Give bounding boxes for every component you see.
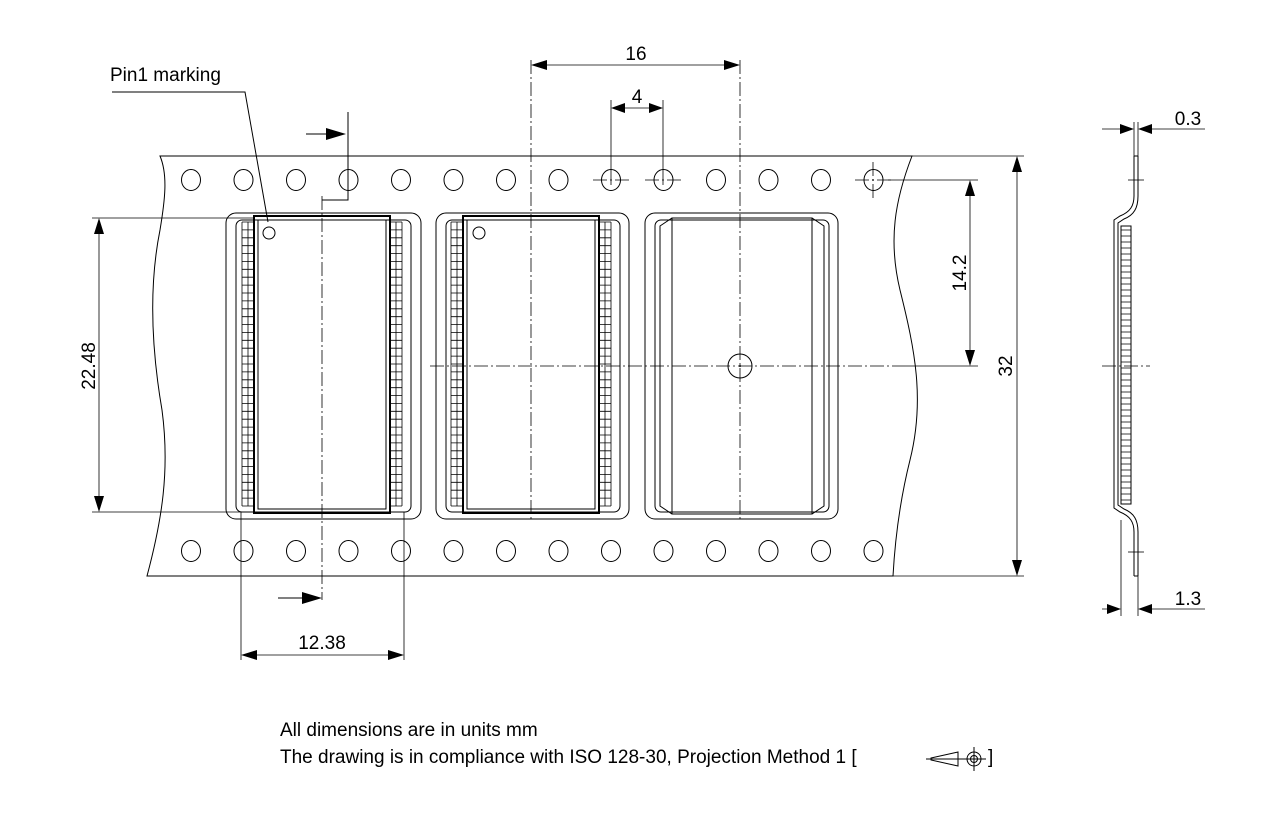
sprocket-hole [391, 169, 411, 191]
sprocket-hole [758, 540, 779, 562]
dimension-16: 16 [531, 44, 740, 70]
dimension-22-48: 22.48 [79, 217, 255, 513]
note-units: All dimensions are in units mm [280, 720, 538, 741]
sprocket-hole [496, 540, 516, 562]
dim-14-2-label: 14.2 [950, 255, 971, 292]
sprocket-hole [338, 540, 359, 562]
pin1-dot [472, 226, 486, 240]
dim-16-label: 16 [625, 44, 646, 65]
sprocket-hole [706, 540, 726, 562]
sprocket-hole [811, 169, 831, 191]
pin1-label: Pin1 marking [110, 65, 221, 86]
center-lines [321, 60, 905, 600]
pin1-dot [262, 226, 276, 240]
dim-32-label: 32 [996, 355, 1017, 376]
sprocket-hole [758, 169, 779, 191]
sprocket-hole [496, 169, 516, 191]
sprocket-hole [811, 540, 831, 562]
sprocket-hole [443, 169, 464, 191]
sprocket-hole [548, 540, 569, 562]
sprocket-hole [233, 169, 254, 191]
dim-12-38-label: 12.38 [298, 633, 346, 654]
drawing-notes: All dimensions are in units mm The drawi… [280, 720, 993, 771]
pocket-1 [225, 212, 422, 520]
projection-method-icon [926, 747, 986, 771]
side-lead-lines [1121, 229, 1131, 501]
side-view-leads [1121, 229, 1131, 501]
section-marks [278, 112, 349, 604]
sprocket-hole [863, 540, 884, 562]
sprocket-hole [653, 540, 674, 562]
ic-leads [450, 221, 612, 507]
side-view [1102, 155, 1150, 577]
pin1-callout: Pin1 marking [110, 65, 269, 223]
note-iso-end: ] [988, 747, 993, 768]
dim-22-48-label: 22.48 [79, 342, 100, 390]
sprocket-hole [181, 540, 201, 562]
sprocket-hole [548, 169, 569, 191]
sprocket-hole [233, 540, 254, 562]
dimension-1-3: 1.3 [1102, 520, 1205, 616]
sprocket-hole [601, 540, 621, 562]
sprocket-hole [286, 169, 306, 191]
sprocket-hole [443, 540, 464, 562]
ic-leads [241, 221, 403, 507]
sprocket-hole [391, 540, 411, 562]
dimension-14-2: 14.2 [888, 179, 978, 367]
dimension-0-3: 0.3 [1102, 109, 1205, 156]
sprocket-holes-bottom [181, 540, 884, 562]
dimension-12-38: 12.38 [240, 512, 405, 660]
sprocket-holes-top [181, 169, 884, 191]
dim-4-label: 4 [632, 87, 643, 108]
dim-0-3-label: 0.3 [1175, 109, 1201, 130]
dimension-4: 4 [610, 87, 664, 185]
dimension-32: 32 [893, 155, 1024, 577]
sprocket-hole [706, 169, 726, 191]
dim-1-3-label: 1.3 [1175, 589, 1201, 610]
sprocket-hole [181, 169, 201, 191]
note-iso: The drawing is in compliance with ISO 12… [280, 747, 857, 768]
sprocket-hole [286, 540, 306, 562]
